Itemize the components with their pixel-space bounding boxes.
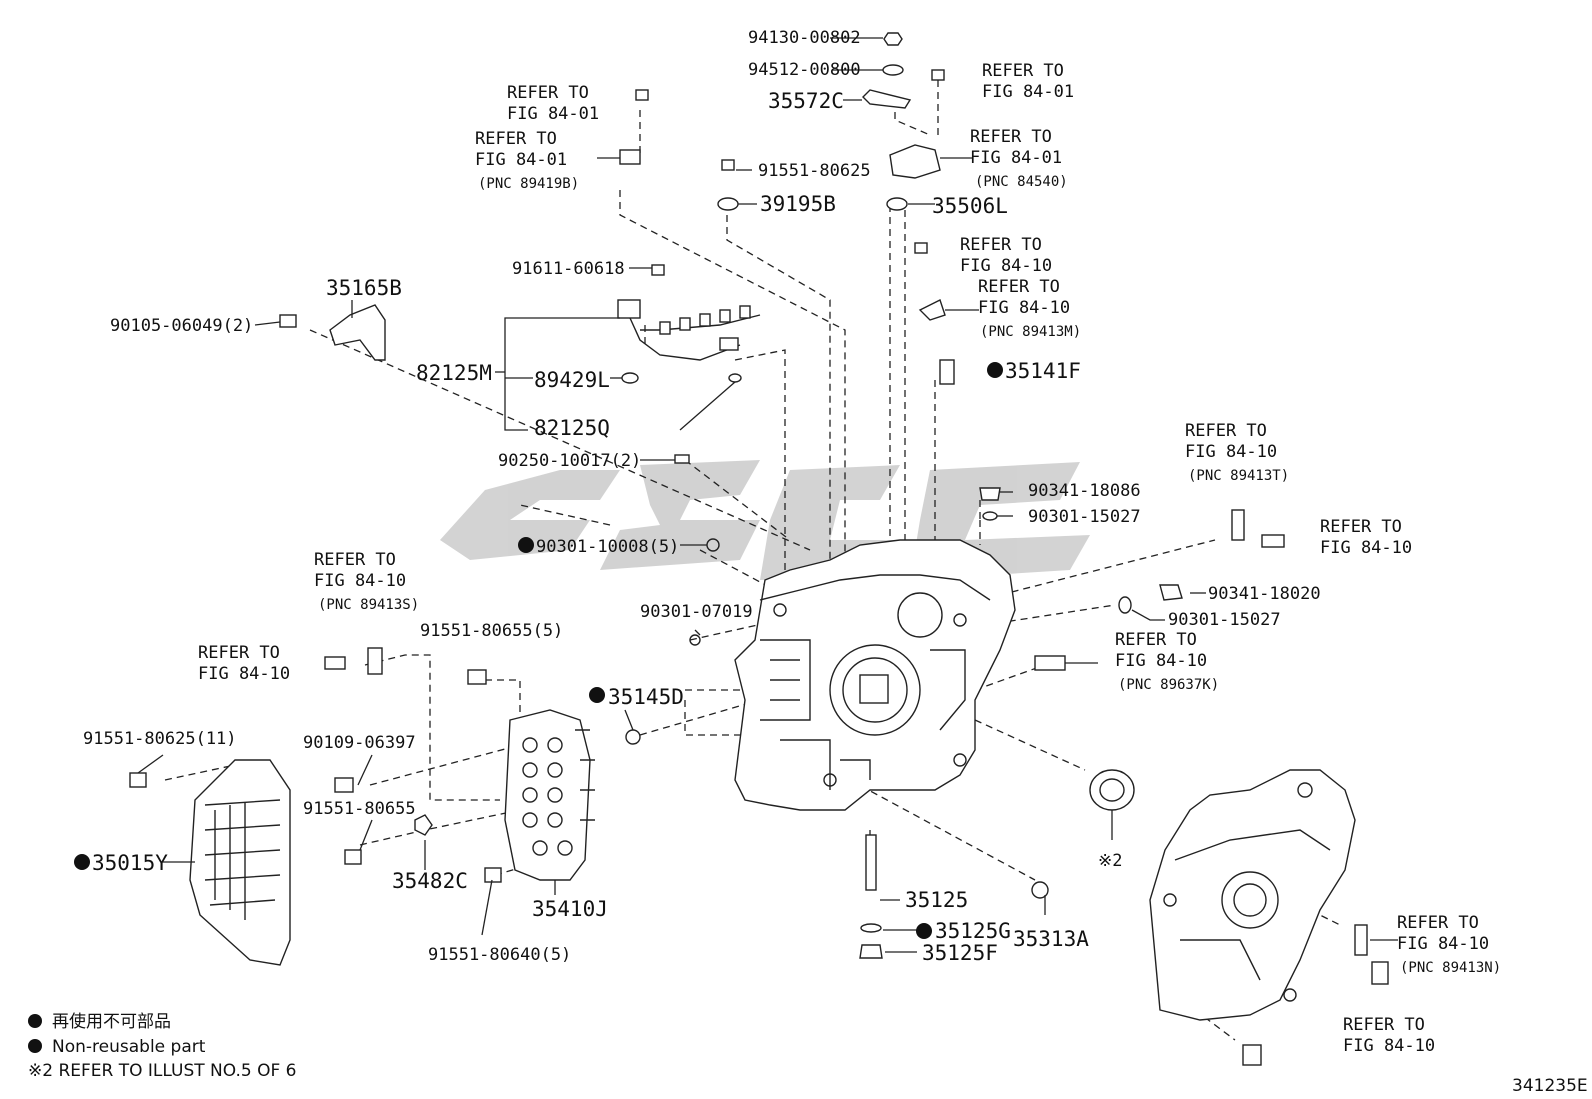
legend-non-reusable: Non-reusable part	[52, 1037, 206, 1057]
label-91551-80625: 91551-80625	[758, 161, 871, 181]
legend-note: ※2 REFER TO ILLUST NO.5 OF 6	[28, 1061, 296, 1081]
legend-japanese: 再使用不可部品	[52, 1011, 171, 1032]
label-refer-to: REFER TO	[1185, 421, 1267, 441]
label-91611-60618: 91611-60618	[512, 259, 625, 279]
label-pnc: (PNC 89413T)	[1188, 468, 1289, 484]
label-refer-to: REFER TO	[1320, 517, 1402, 537]
label-refer-to: REFER TO	[970, 127, 1052, 147]
label-94512-00800: 94512-00800	[748, 60, 861, 80]
label-90250-10017: 90250-10017(2)	[498, 451, 641, 471]
non-reusable-markers	[28, 362, 1003, 1053]
label-35506l: 35506L	[932, 194, 1008, 218]
label-35015y: 35015Y	[92, 851, 168, 875]
small-parts	[129, 32, 1389, 1066]
label-90301-15027: 90301-15027	[1168, 610, 1281, 630]
label-35125g: 35125G	[935, 919, 1011, 943]
plate-35482c	[414, 814, 433, 836]
label-35125: 35125	[905, 888, 968, 912]
label-fig-ref: FIG 84-10	[1115, 651, 1207, 671]
label-91551-80655-5: 91551-80655(5)	[420, 621, 563, 641]
label-refer-to: REFER TO	[475, 129, 557, 149]
label-90105-06049: 90105-06049(2)	[110, 316, 253, 336]
label-fig-ref: FIG 84-10	[1343, 1036, 1435, 1056]
label-refer-to: REFER TO	[960, 235, 1042, 255]
label-35482c: 35482C	[392, 869, 468, 893]
label-91551-80655: 91551-80655	[303, 799, 416, 819]
label-fig-ref: FIG 84-10	[1185, 442, 1277, 462]
label-pnc: (PNC 89637K)	[1118, 677, 1219, 693]
label-35410j: 35410J	[532, 897, 608, 921]
transaxle-case	[734, 539, 1016, 811]
label-refer-to: REFER TO	[1343, 1015, 1425, 1035]
label-94130-00802: 94130-00802	[748, 28, 861, 48]
label-35145d: 35145D	[608, 685, 684, 709]
label-35313a: 35313A	[1013, 927, 1089, 951]
oil-pan	[189, 759, 291, 966]
label-39195b: 39195B	[760, 192, 836, 216]
label-pnc: (PNC 84540)	[975, 174, 1068, 190]
label-35165b: 35165B	[326, 276, 402, 300]
label-35125f: 35125F	[922, 941, 998, 965]
label-refer-to: REFER TO	[198, 643, 280, 663]
label-90341-18086: 90341-18086	[1028, 481, 1141, 501]
valve-body	[504, 709, 595, 881]
label-fig-ref: FIG 84-01	[475, 150, 567, 170]
label-pnc: (PNC 89413N)	[1400, 960, 1501, 976]
label-90341-18020: 90341-18020	[1208, 584, 1321, 604]
leader-lines	[137, 37, 1398, 953]
label-pnc: (PNC 89413M)	[980, 324, 1081, 340]
label-pnc: (PNC 89413S)	[318, 597, 419, 613]
label-fig-ref: FIG 84-01	[982, 82, 1074, 102]
illustration-id: 341235E	[1512, 1076, 1588, 1096]
label-90301-10008: 90301-10008(5)	[536, 537, 679, 557]
label-refer-to: REFER TO	[978, 277, 1060, 297]
label-35572c: 35572C	[768, 89, 844, 113]
label-90301-07019: 90301-07019	[640, 602, 753, 622]
label-89429l: 89429L	[534, 368, 610, 392]
label-fig-ref: FIG 84-10	[978, 298, 1070, 318]
legend: 再使用不可部品 Non-reusable part ※2 REFER TO IL…	[28, 1011, 296, 1081]
label-refer-to: REFER TO	[314, 550, 396, 570]
label-fig-ref: FIG 84-10	[1320, 538, 1412, 558]
label-refer-to: REFER TO	[507, 83, 589, 103]
part-labels: 94130-00802 94512-00800 35572C REFER TO …	[83, 28, 1501, 1056]
label-91551-80640: 91551-80640(5)	[428, 945, 571, 965]
label-fig-ref: FIG 84-01	[507, 104, 599, 124]
label-fig-ref: FIG 84-10	[960, 256, 1052, 276]
label-82125q: 82125Q	[534, 416, 610, 440]
bracket-35165b	[329, 304, 386, 361]
label-refer-to: REFER TO	[982, 61, 1064, 81]
label-91551-80625-11: 91551-80625(11)	[83, 729, 237, 749]
label-pnc: (PNC 89419B)	[478, 176, 579, 192]
wire-harness-82125m	[617, 299, 761, 384]
label-fig-ref: FIG 84-01	[970, 148, 1062, 168]
label-fig-ref: FIG 84-10	[314, 571, 406, 591]
label-note-2: ※2	[1098, 851, 1122, 871]
label-90301-15027: 90301-15027	[1028, 507, 1141, 527]
label-fig-ref: FIG 84-10	[198, 664, 290, 684]
label-fig-ref: FIG 84-10	[1397, 934, 1489, 954]
label-82125m: 82125M	[416, 361, 492, 385]
case-cover	[1149, 769, 1356, 1021]
label-90109-06397: 90109-06397	[303, 733, 416, 753]
label-refer-to: REFER TO	[1397, 913, 1479, 933]
label-refer-to: REFER TO	[1115, 630, 1197, 650]
label-35141f: 35141F	[1005, 359, 1081, 383]
